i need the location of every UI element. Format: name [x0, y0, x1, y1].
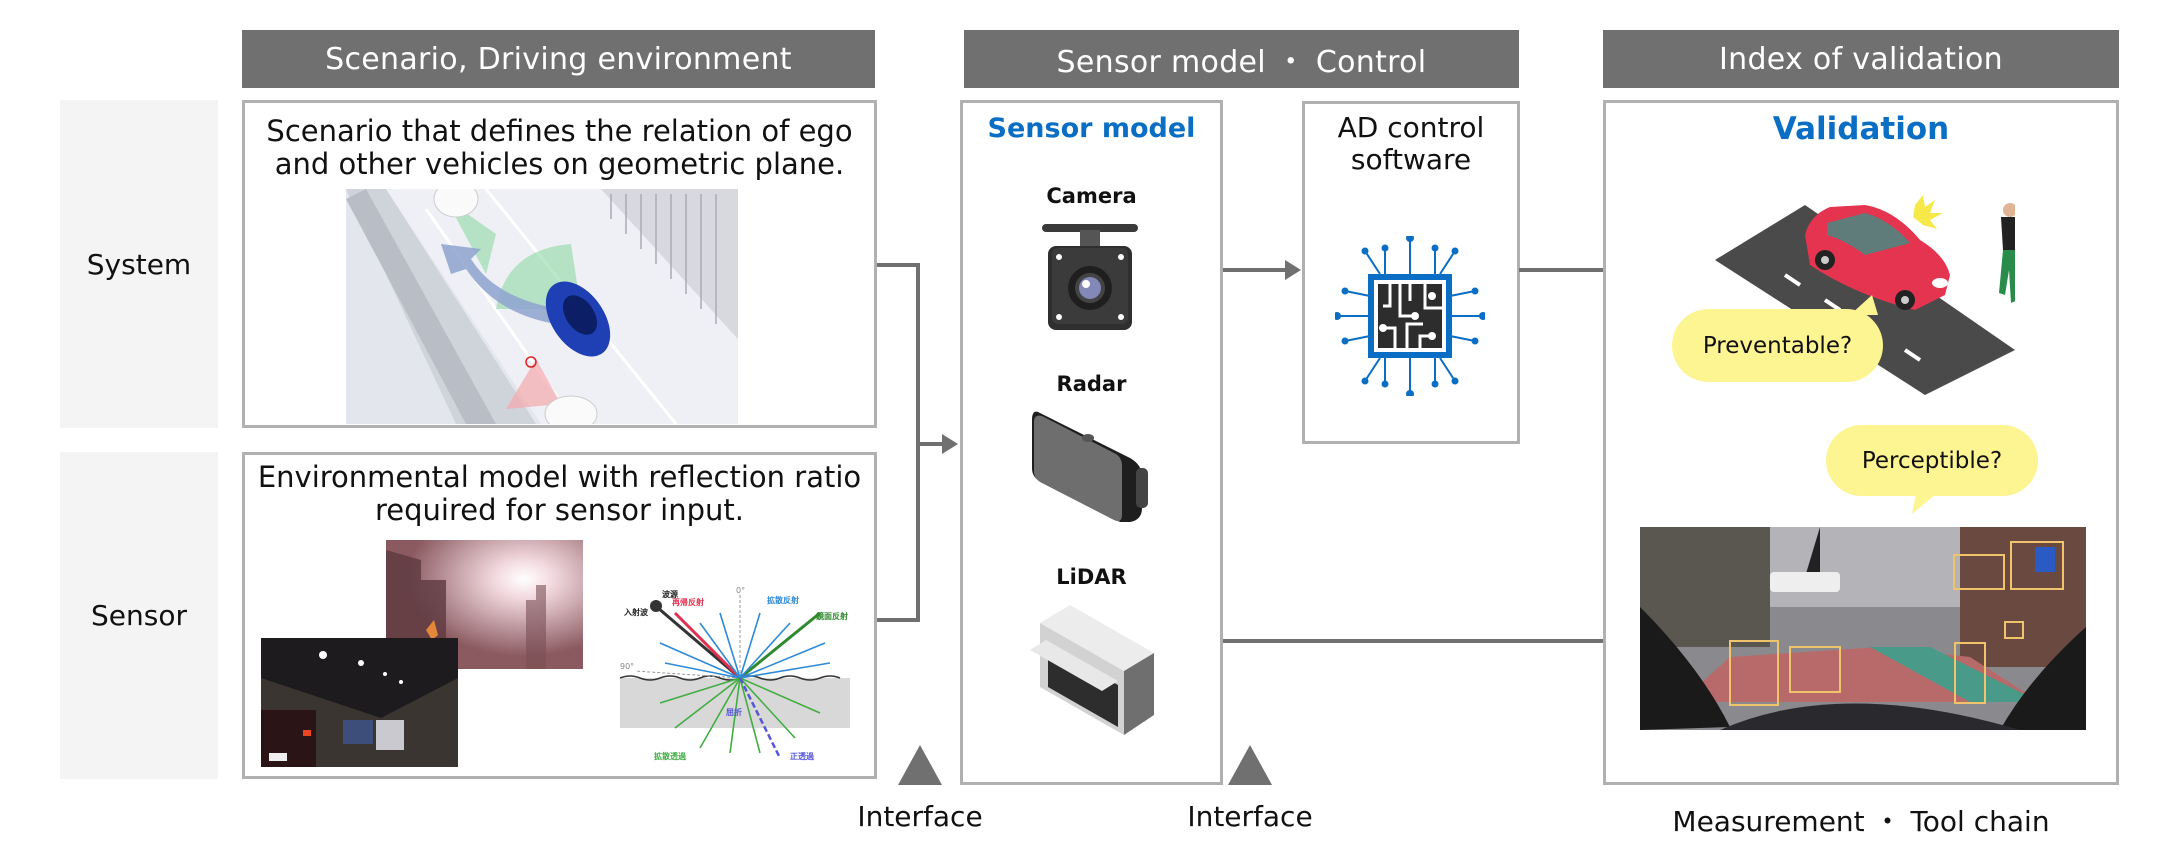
scenario-description-line2: and other vehicles on geometric plane. — [274, 147, 845, 181]
pedestrian-collision-illustration — [1715, 195, 2015, 395]
label-regular-transmission: 正透過 — [790, 751, 815, 761]
environment-description: Environmental model with reflection rati… — [245, 461, 874, 527]
connector-system — [877, 263, 920, 267]
row-label-system-text: System — [86, 247, 192, 281]
bubble-perceptible-text: Perceptible? — [1861, 447, 2003, 474]
header-validation-index: Index of validation — [1603, 30, 2119, 88]
label-incident: 入射波 — [623, 607, 649, 617]
connector-sensor-to-ad — [1223, 268, 1287, 272]
reflection-diagram: 波源 入射波 再帰反射 拡散反射 鏡面反射 0° 90° 屈折 拡散透過 正透過 — [620, 586, 850, 761]
scenario-description-line1: Scenario that defines the relation of eg… — [266, 114, 853, 148]
environment-box: Environmental model with reflection rati… — [242, 452, 877, 779]
radar-icon — [1032, 411, 1148, 522]
tunnel-traffic-photo — [261, 638, 458, 767]
connector-sensor-to-validation — [1223, 639, 1605, 643]
label-source: 波源 — [662, 589, 678, 599]
row-label-sensor: Sensor — [60, 452, 218, 779]
label-diffuse-reflection: 拡散反射 — [767, 595, 799, 605]
arrow-head-right-icon — [1285, 260, 1301, 280]
object-detection-dashcam-photo — [1640, 527, 2086, 730]
interface-label-1: Interface — [857, 800, 983, 833]
connector-arrow-shaft — [916, 442, 944, 446]
lidar-icon — [1030, 605, 1154, 735]
interface-label-2: Interface — [1187, 800, 1313, 833]
environment-description-line1: Environmental model with reflection rati… — [257, 460, 862, 494]
circuit-chip-icon — [1335, 236, 1485, 396]
interface-triangle-icon — [1228, 745, 1272, 785]
label-specular: 鏡面反射 — [815, 611, 848, 621]
ad-control-title: AD control software — [1305, 112, 1517, 176]
row-label-system: System — [60, 100, 218, 428]
connector-sensor — [877, 618, 920, 622]
camera-icon — [1042, 224, 1138, 330]
sensor-label-radar: Radar — [1056, 372, 1127, 396]
sensor-model-title: Sensor model — [987, 113, 1196, 144]
validation-title: Validation — [1772, 111, 1950, 147]
label-angle-0: 0° — [736, 586, 745, 595]
bubble-perceptible: Perceptible? — [1826, 425, 2038, 496]
header-scenario: Scenario, Driving environment — [242, 30, 875, 88]
bubble-preventable-tail — [1850, 295, 1878, 315]
scenario-box: Scenario that defines the relation of eg… — [242, 100, 877, 428]
row-label-sensor-text: Sensor — [91, 599, 187, 632]
sensor-label-lidar: LiDAR — [1056, 565, 1127, 589]
arrow-head-right-icon — [942, 434, 958, 454]
scenario-description: Scenario that defines the relation of eg… — [245, 115, 874, 181]
ad-control-title-line2: software — [1350, 143, 1472, 176]
highway-lane-change-illustration — [346, 189, 738, 424]
label-angle-90: 90° — [620, 662, 634, 671]
label-diffuse-transmission: 拡散透過 — [654, 751, 687, 761]
label-retro: 再帰反射 — [672, 597, 704, 607]
ad-control-title-line1: AD control — [1337, 111, 1485, 144]
header-sensor-control: Sensor model ・ Control — [964, 30, 1519, 88]
interface-triangle-icon — [898, 745, 942, 785]
toolchain-label: Measurement ・ Tool chain — [1672, 805, 2050, 838]
connector-ad-to-validation — [1519, 268, 1605, 272]
bubble-preventable: Preventable? — [1672, 309, 1883, 382]
bubble-perceptible-tail — [1912, 494, 1936, 514]
label-refraction: 屈折 — [726, 707, 742, 717]
environment-description-line2: required for sensor input. — [375, 493, 744, 527]
sensor-label-camera: Camera — [1046, 184, 1137, 208]
bubble-preventable-text: Preventable? — [1702, 332, 1853, 359]
